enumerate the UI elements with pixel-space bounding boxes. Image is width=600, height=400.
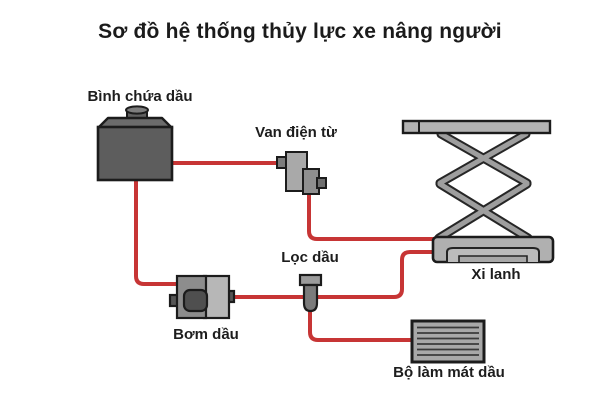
cooler-fins [417,326,479,356]
scissor-arms [436,131,531,241]
oil-tank [96,105,174,182]
pipe-network [134,161,436,342]
pipe-valve-to-cylinder [307,192,436,241]
tank-body [96,125,174,182]
label-oil-pump: Bơm dầu [173,326,239,343]
label-oil-filter: Lọc dầu [281,249,339,266]
lift-platform [401,119,552,135]
lift-base-notch [458,255,528,262]
label-solenoid-valve: Van điện từ [255,124,337,141]
label-cylinder: Xi lanh [471,266,521,283]
scissor-arms-outline [434,129,533,243]
tank-cap-top [125,105,149,115]
label-oil-tank: Bình chứa dầu [87,88,193,105]
solenoid-valve [276,151,327,195]
oil-filter [298,273,323,313]
pump-motor-core [182,288,209,313]
pipe-pump-filter-to-cylinder [227,250,436,299]
filter-cap [298,273,323,287]
diagram-title: Sơ đồ hệ thống thủy lực xe nâng người [98,20,502,43]
oil-cooler [410,319,486,364]
filter-cartridge [302,283,319,313]
pipe-filter-to-cooler [308,306,414,342]
label-oil-cooler: Bộ làm mát dầu [393,364,505,381]
valve-right-port [316,177,327,189]
pipe-tank-to-pump [134,180,178,286]
oil-pump [168,274,236,320]
scissor-lift [401,119,555,264]
